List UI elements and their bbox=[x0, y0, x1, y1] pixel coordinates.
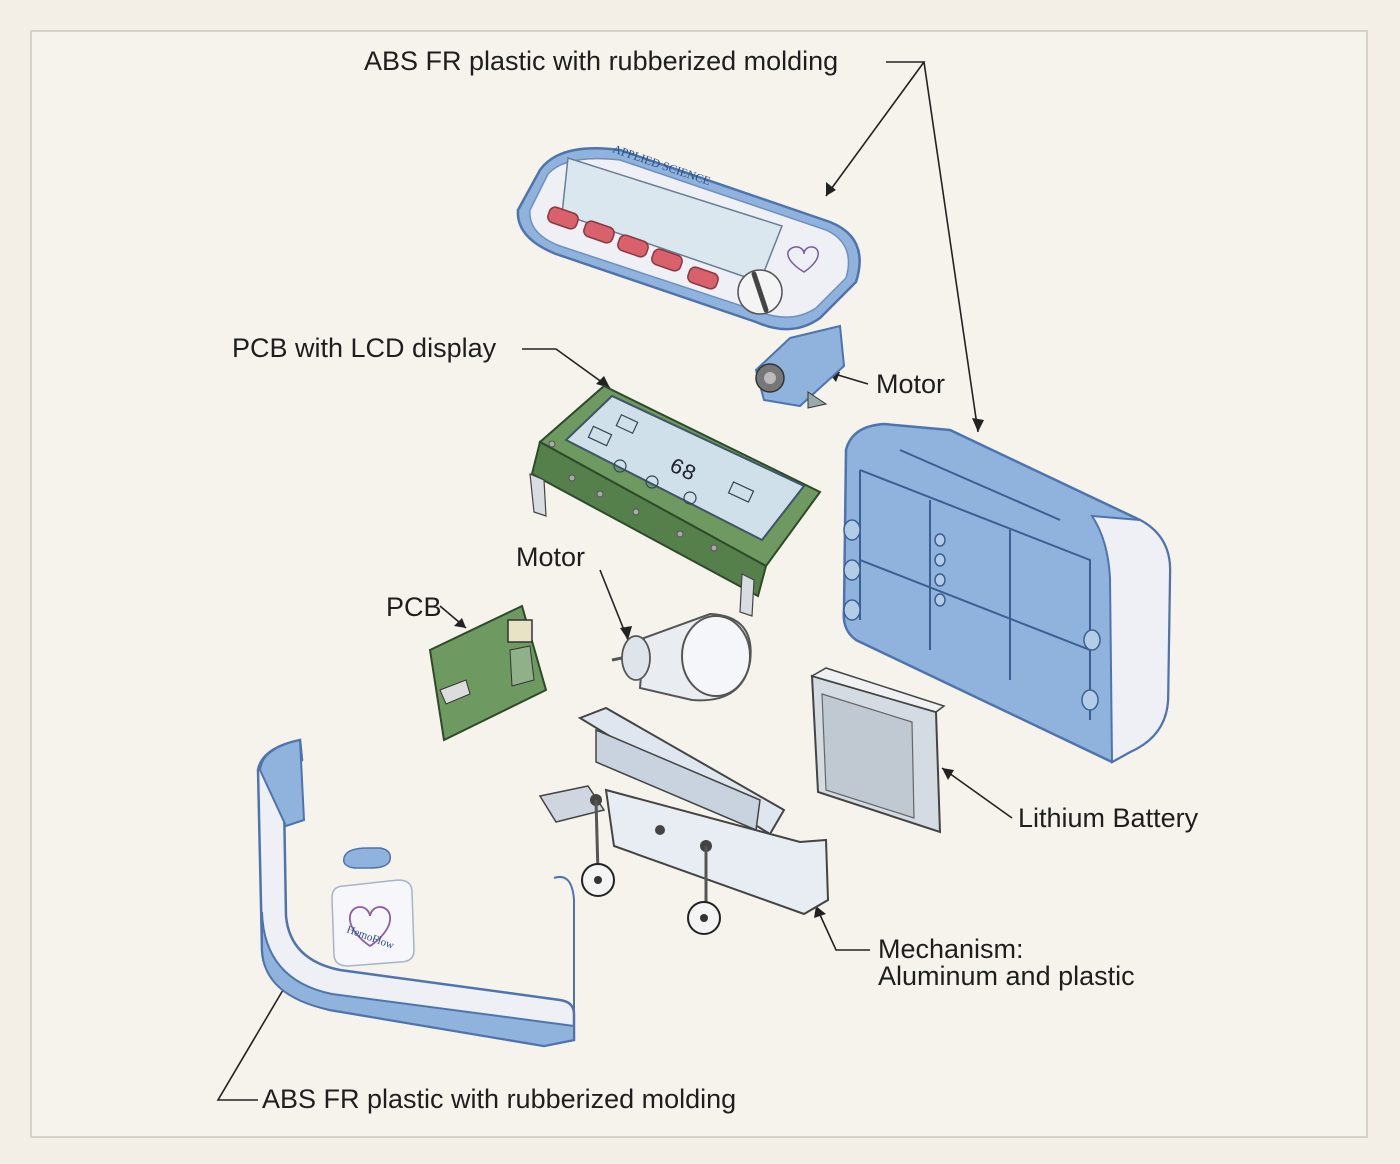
rear-housing bbox=[842, 422, 1172, 764]
lithium-battery bbox=[810, 667, 946, 834]
callout-motor-small: Motor bbox=[876, 369, 946, 399]
button-3 bbox=[617, 234, 649, 258]
button-2 bbox=[583, 220, 615, 244]
callout-mechanism-line2: Aluminum and plastic bbox=[878, 961, 1135, 991]
callout-mechanism: Mechanism: Aluminum and plastic bbox=[878, 936, 1135, 990]
hemoflow-logo-heart bbox=[349, 906, 391, 948]
leader-mechanism bbox=[815, 905, 870, 951]
front-housing: APPLIED SCIENCE bbox=[516, 142, 861, 331]
callout-mechanism-line1: Mechanism: bbox=[878, 934, 1024, 964]
pump-mechanism bbox=[538, 706, 830, 935]
button-4 bbox=[651, 248, 683, 272]
leader-bottom-casing bbox=[216, 967, 297, 1101]
pcb-lcd-assembly: 68 bbox=[529, 384, 822, 617]
button-1 bbox=[547, 206, 579, 230]
callout-pcb-lcd: PCB with LCD display bbox=[232, 333, 497, 363]
leader-top-casing-back bbox=[923, 61, 979, 433]
callout-motor-large: Motor bbox=[516, 542, 586, 572]
small-pcb bbox=[428, 604, 548, 742]
callout-bottom-casing: ABS FR plastic with rubberized molding bbox=[262, 1084, 737, 1114]
small-motor bbox=[754, 324, 846, 409]
front-logo-heart bbox=[787, 246, 819, 273]
callout-pcb: PCB bbox=[386, 592, 442, 622]
button-5 bbox=[687, 266, 719, 290]
leader-battery bbox=[941, 767, 1013, 819]
large-motor bbox=[611, 612, 752, 702]
callout-top-casing: ABS FR plastic with rubberized molding bbox=[364, 46, 839, 76]
front-buttons bbox=[547, 206, 719, 290]
leader-pcb-lcd bbox=[522, 348, 611, 389]
lcd-panel bbox=[564, 394, 806, 542]
callout-battery: Lithium Battery bbox=[1018, 803, 1199, 833]
leader-top-casing-front bbox=[825, 61, 926, 197]
bottom-housing: HemoFlow bbox=[256, 738, 576, 1048]
